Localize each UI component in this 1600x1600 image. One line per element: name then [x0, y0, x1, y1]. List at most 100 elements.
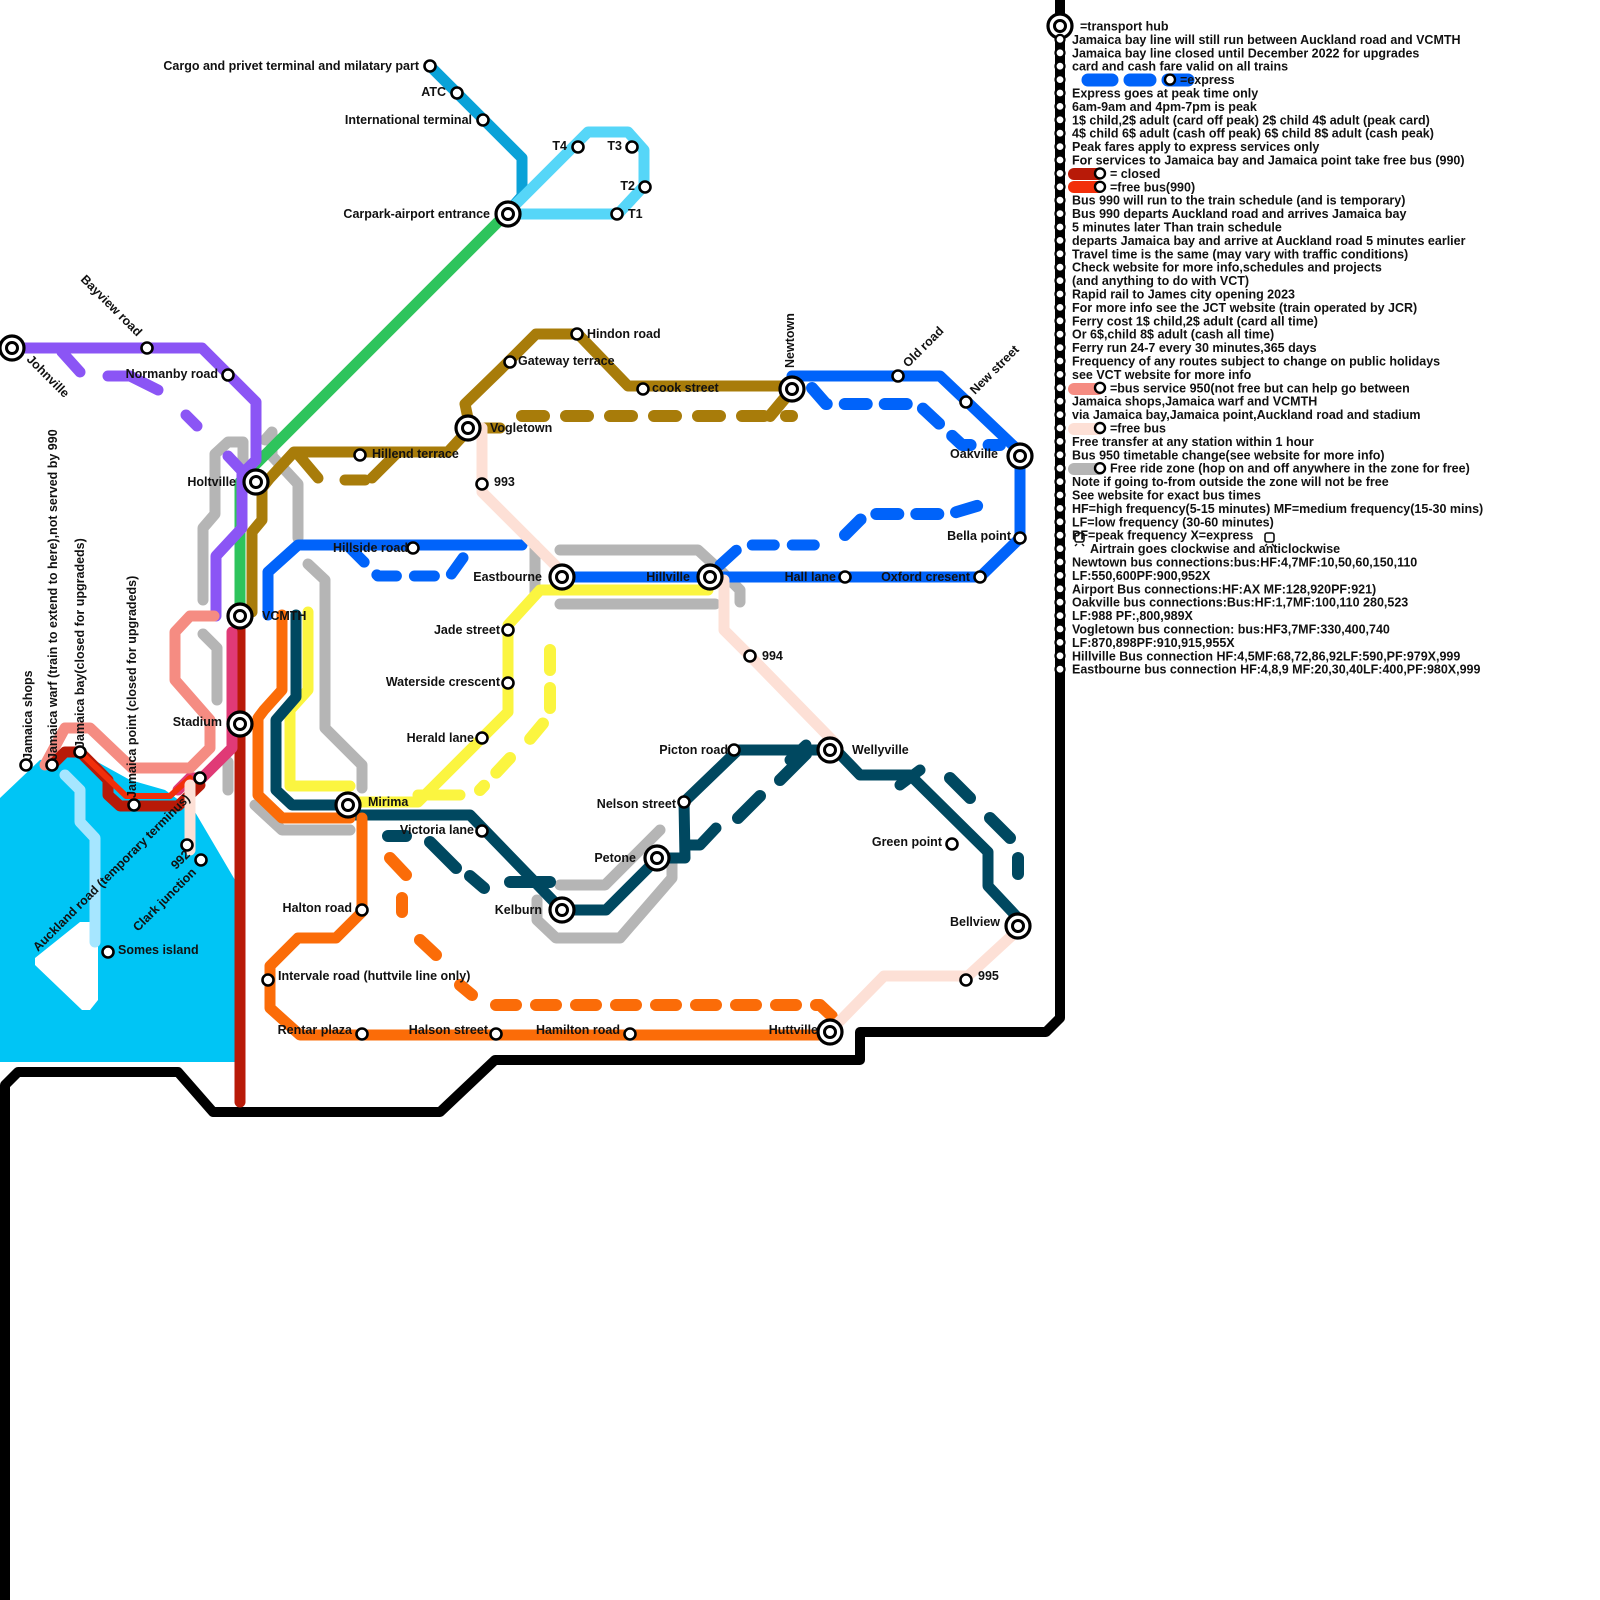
label-herald[interactable]: Herald lane: [407, 731, 474, 745]
station-normanby[interactable]: [221, 368, 235, 382]
hub-carpark[interactable]: [494, 200, 522, 228]
station-bayview[interactable]: [140, 341, 154, 355]
label-bellview[interactable]: Bellview: [950, 915, 1000, 929]
label-holtville[interactable]: Holtville: [187, 475, 236, 489]
label-newtown[interactable]: Newtown: [783, 313, 797, 368]
label-cook[interactable]: cook street: [652, 381, 720, 395]
label-hamilton[interactable]: Hamilton road: [536, 1023, 620, 1037]
station-jshops[interactable]: [19, 758, 33, 772]
station-greenpoint[interactable]: [945, 837, 959, 851]
label-995[interactable]: 995: [978, 969, 999, 983]
station-halson[interactable]: [489, 1027, 503, 1041]
label-hillend[interactable]: Hillend terrace: [372, 447, 459, 461]
label-halton[interactable]: Halton road: [283, 901, 352, 915]
label-huttville[interactable]: Huttville: [769, 1023, 818, 1037]
station-t2[interactable]: [638, 180, 652, 194]
label-normanby[interactable]: Normanby road: [126, 367, 218, 381]
station-rentar[interactable]: [355, 1027, 369, 1041]
station-nelson[interactable]: [677, 795, 691, 809]
hub-mirima[interactable]: [334, 791, 362, 819]
label-hillside[interactable]: Hillside road: [333, 541, 408, 555]
station-intervale[interactable]: [261, 973, 275, 987]
label-petone[interactable]: Petone: [594, 851, 636, 865]
station-clark[interactable]: [194, 853, 208, 867]
station-993[interactable]: [475, 477, 489, 491]
label-somes[interactable]: Somes island: [118, 943, 199, 957]
station-intl[interactable]: [476, 113, 490, 127]
label-wellyville[interactable]: Wellyville: [852, 743, 909, 757]
label-intl[interactable]: International terminal: [345, 113, 472, 127]
label-jade[interactable]: Jade street: [434, 623, 501, 637]
label-bellapoint[interactable]: Bella point: [947, 529, 1012, 543]
station-995[interactable]: [959, 973, 973, 987]
label-oxford[interactable]: Oxford cresent: [881, 570, 971, 584]
hub-vcmth[interactable]: [226, 602, 254, 630]
station-halton[interactable]: [355, 903, 369, 917]
label-jwarf[interactable]: Jamaica warf (train to extend to here),n…: [46, 429, 60, 760]
label-waterside[interactable]: Waterside crescent: [386, 675, 501, 689]
label-halson[interactable]: Halson street: [409, 1023, 489, 1037]
label-t4[interactable]: T4: [552, 139, 567, 153]
station-hindon[interactable]: [570, 327, 584, 341]
station-jbay[interactable]: [73, 745, 87, 759]
hub-huttville[interactable]: [816, 1018, 844, 1046]
label-jbay[interactable]: Jamaica bay(closed for upgradeds): [73, 538, 87, 748]
hub-kelburn[interactable]: [548, 896, 576, 924]
label-jpoint[interactable]: Jamaica point (closed for upgradeds): [125, 576, 139, 798]
hub-vogletown[interactable]: [454, 414, 482, 442]
station-picton[interactable]: [727, 743, 741, 757]
station-t4[interactable]: [571, 140, 585, 154]
label-victoria[interactable]: Victoria lane: [400, 823, 474, 837]
label-kelburn[interactable]: Kelburn: [495, 903, 542, 917]
label-t1[interactable]: T1: [628, 207, 643, 221]
label-newstreet[interactable]: New street: [967, 342, 1022, 397]
station-somes[interactable]: [101, 945, 115, 959]
station-t3[interactable]: [625, 140, 639, 154]
hub-holtville[interactable]: [242, 468, 270, 496]
station-jade[interactable]: [501, 623, 515, 637]
station-cargo[interactable]: [423, 59, 437, 73]
station-herald[interactable]: [475, 731, 489, 745]
station-oldroad[interactable]: [891, 369, 905, 383]
hub-hillville[interactable]: [696, 563, 724, 591]
label-t2[interactable]: T2: [620, 179, 635, 193]
label-atc[interactable]: ATC: [421, 85, 446, 99]
label-oldroad[interactable]: Old road: [900, 324, 946, 370]
station-bellapoint[interactable]: [1013, 531, 1027, 545]
label-nelson[interactable]: Nelson street: [597, 797, 677, 811]
label-halllane[interactable]: Hall lane: [785, 570, 836, 584]
station-t1[interactable]: [610, 207, 624, 221]
station-auckland[interactable]: [193, 771, 207, 785]
label-994[interactable]: 994: [762, 649, 783, 663]
station-waterside[interactable]: [501, 676, 515, 690]
label-jshops[interactable]: Jamaica shops: [21, 670, 35, 760]
hub-oakville[interactable]: [1006, 442, 1034, 470]
label-t3[interactable]: T3: [607, 139, 622, 153]
label-oakville[interactable]: Oakville: [950, 447, 998, 461]
label-993[interactable]: 993: [494, 475, 515, 489]
station-oxford[interactable]: [973, 570, 987, 584]
label-stadium[interactable]: Stadium: [173, 715, 222, 729]
station-halllane[interactable]: [838, 570, 852, 584]
station-victoria[interactable]: [475, 824, 489, 838]
hub-newtown[interactable]: [778, 375, 806, 403]
station-newstreet[interactable]: [959, 395, 973, 409]
label-cargo[interactable]: Cargo and privet terminal and milatary p…: [163, 59, 419, 73]
hub-stadium[interactable]: [226, 710, 254, 738]
station-cook[interactable]: [636, 382, 650, 396]
label-eastbourne[interactable]: Eastbourne: [473, 570, 542, 584]
station-hillend[interactable]: [353, 448, 367, 462]
station-gateway[interactable]: [503, 355, 517, 369]
label-rentar[interactable]: Rentar plaza: [278, 1023, 353, 1037]
hub-bellview[interactable]: [1004, 912, 1032, 940]
label-mirima[interactable]: Mirima: [368, 795, 409, 809]
hub-eastbourne[interactable]: [548, 563, 576, 591]
label-picton[interactable]: Picton road: [659, 743, 728, 757]
station-jwarf[interactable]: [45, 758, 59, 772]
label-hillville[interactable]: Hillville: [646, 570, 690, 584]
hub-wellyville[interactable]: [816, 736, 844, 764]
station-atc[interactable]: [450, 86, 464, 100]
label-intervale[interactable]: Intervale road (huttvile line only): [278, 969, 470, 983]
station-992[interactable]: [180, 838, 194, 852]
label-gateway[interactable]: Gateway terrace: [518, 354, 615, 368]
